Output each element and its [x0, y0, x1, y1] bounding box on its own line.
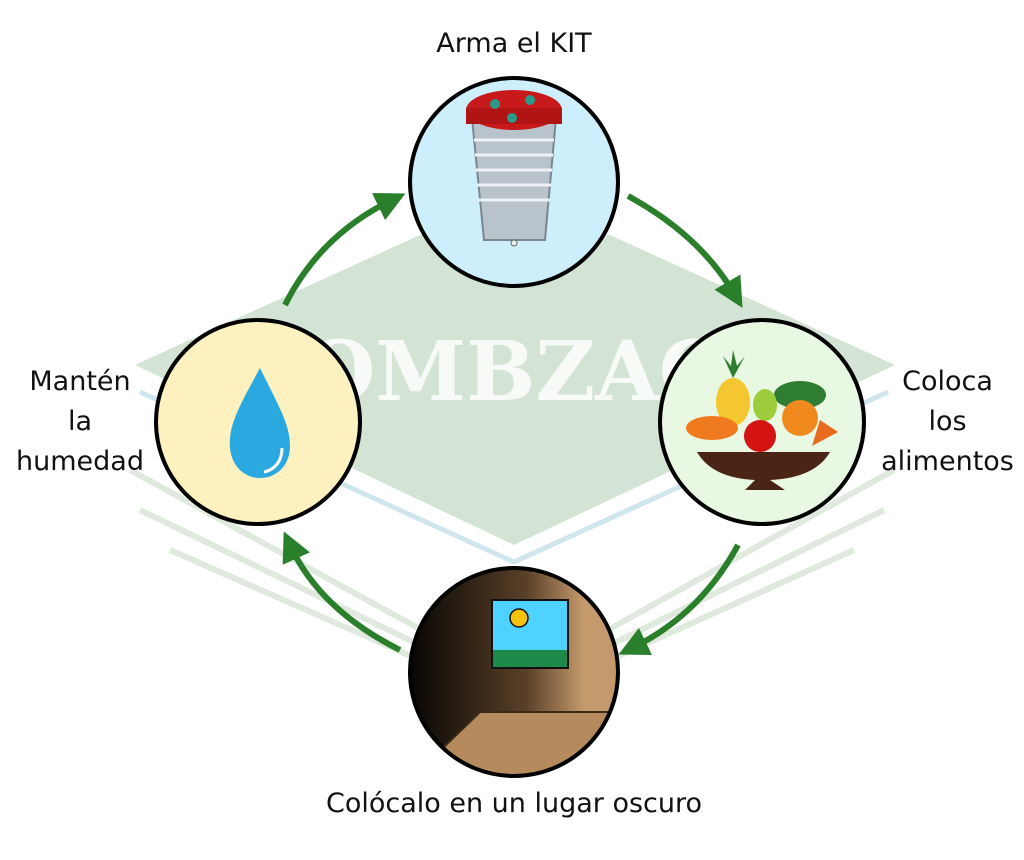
background-leaves: [128, 467, 896, 663]
bucket-kit-icon: [408, 76, 620, 288]
arrow-water-to-kit: [282, 193, 406, 307]
step-label-food: Coloca los alimentos: [880, 362, 1015, 482]
arrow-food-to-room: [618, 543, 741, 655]
fruit-bowl-icon: [658, 318, 866, 526]
step-label-line: Mantén: [29, 366, 131, 397]
step-label-line: Coloca: [902, 366, 993, 397]
step-label-room: Colócalo en un lugar oscuro: [325, 788, 703, 819]
step-label-water: Mantén la humedad: [10, 362, 150, 482]
step-label-line: la: [67, 406, 93, 437]
arrow-kit-to-food: [626, 193, 743, 308]
step-label-kit: Arma el KIT: [436, 28, 592, 59]
arrow-room-to-water: [282, 531, 402, 653]
cycle-arrows: [282, 193, 743, 655]
step-label-line: los: [928, 406, 967, 437]
background-diamond: [135, 235, 895, 545]
step-label-line: alimentos: [881, 446, 1014, 477]
step-label-line: humedad: [16, 446, 144, 477]
dark-room-icon: [408, 566, 620, 778]
water-drop-icon: [154, 318, 362, 526]
watermark-logo: OMBZAC: [304, 324, 724, 420]
